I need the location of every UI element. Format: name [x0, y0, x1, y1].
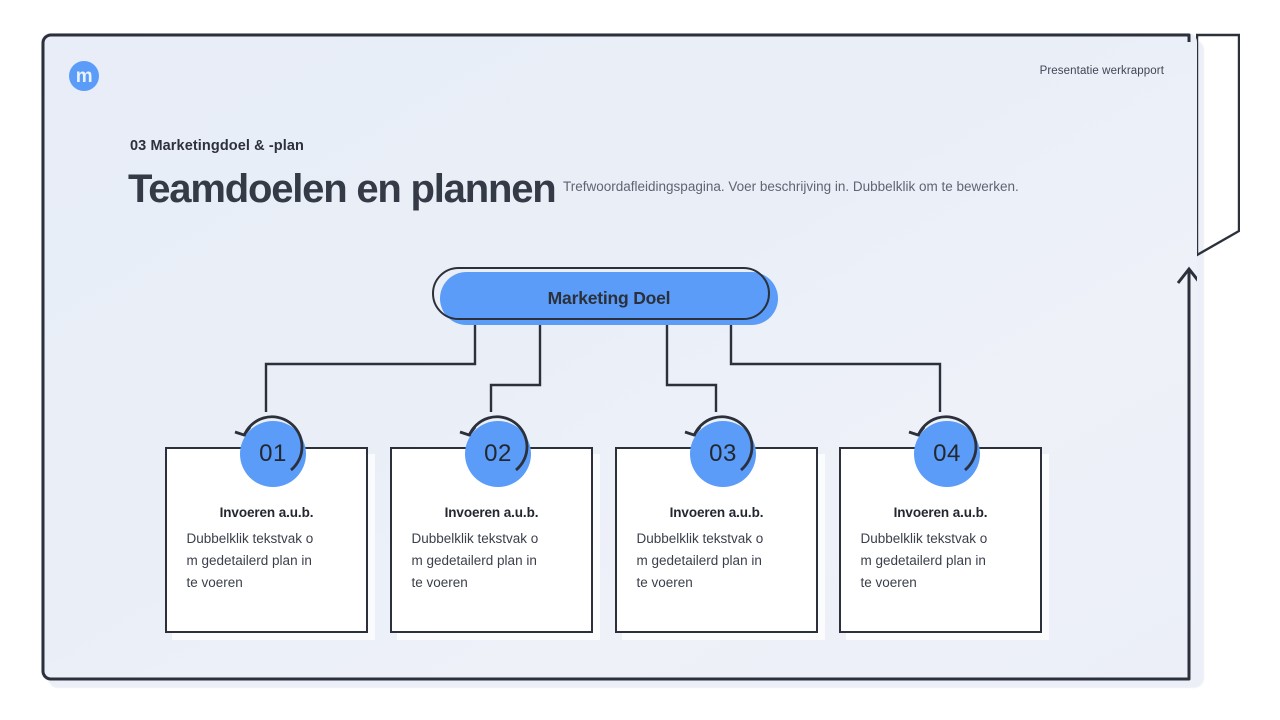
card-body[interactable]: Dubbelklik tekstvak o m gedetailerd plan…	[412, 528, 572, 594]
card-body-line: Dubbelklik tekstvak o	[186, 531, 314, 546]
card-title: Invoeren a.u.b.	[219, 505, 314, 520]
circular-arrow-icon	[684, 415, 754, 472]
page-title[interactable]: Teamdoelen en plannen	[128, 167, 557, 211]
brand-logo-icon: m	[69, 61, 99, 91]
card-title: Invoeren a.u.b.	[444, 505, 539, 520]
card-title: Invoeren a.u.b.	[893, 505, 988, 520]
card-body[interactable]: Dubbelklik tekstvak o m gedetailerd plan…	[861, 528, 1021, 594]
circular-arrow-icon	[908, 415, 978, 472]
brand-logo-letter: m	[75, 65, 93, 87]
root-node-outline	[432, 267, 770, 320]
card-body-line: Dubbelklik tekstvak o	[860, 531, 988, 546]
card-title: Invoeren a.u.b.	[669, 505, 764, 520]
card-body[interactable]: Dubbelklik tekstvak o m gedetailerd plan…	[187, 528, 347, 594]
card-body-line: m gedetailerd plan in	[186, 553, 312, 568]
node-badge-03[interactable]: 03	[682, 414, 756, 487]
corner-note: Presentatie werkrapport	[1039, 65, 1164, 77]
node-badge-01[interactable]: 01	[232, 414, 306, 487]
card-body-line: te voeren	[636, 575, 693, 590]
card-body-line: Dubbelklik tekstvak o	[411, 531, 539, 546]
circular-arrow-icon	[459, 415, 529, 472]
card-body-line: m gedetailerd plan in	[411, 553, 537, 568]
slide-subline[interactable]: Trefwoordafleidingspagina. Voer beschrij…	[563, 179, 1019, 194]
card-body[interactable]: Dubbelklik tekstvak o m gedetailerd plan…	[637, 528, 797, 594]
card-body-line: te voeren	[860, 575, 917, 590]
node-badge-02[interactable]: 02	[457, 414, 531, 487]
root-node[interactable]: Marketing Doel	[432, 267, 778, 325]
card-body-line: m gedetailerd plan in	[860, 553, 986, 568]
node-badge-04[interactable]: 04	[906, 414, 980, 487]
card-body-line: m gedetailerd plan in	[636, 553, 762, 568]
card-body-line: Dubbelklik tekstvak o	[636, 531, 764, 546]
card-body-line: te voeren	[411, 575, 468, 590]
section-eyebrow: 03 Marketingdoel & -plan	[130, 138, 305, 154]
card-body-line: te voeren	[186, 575, 243, 590]
circular-arrow-icon	[234, 415, 304, 472]
